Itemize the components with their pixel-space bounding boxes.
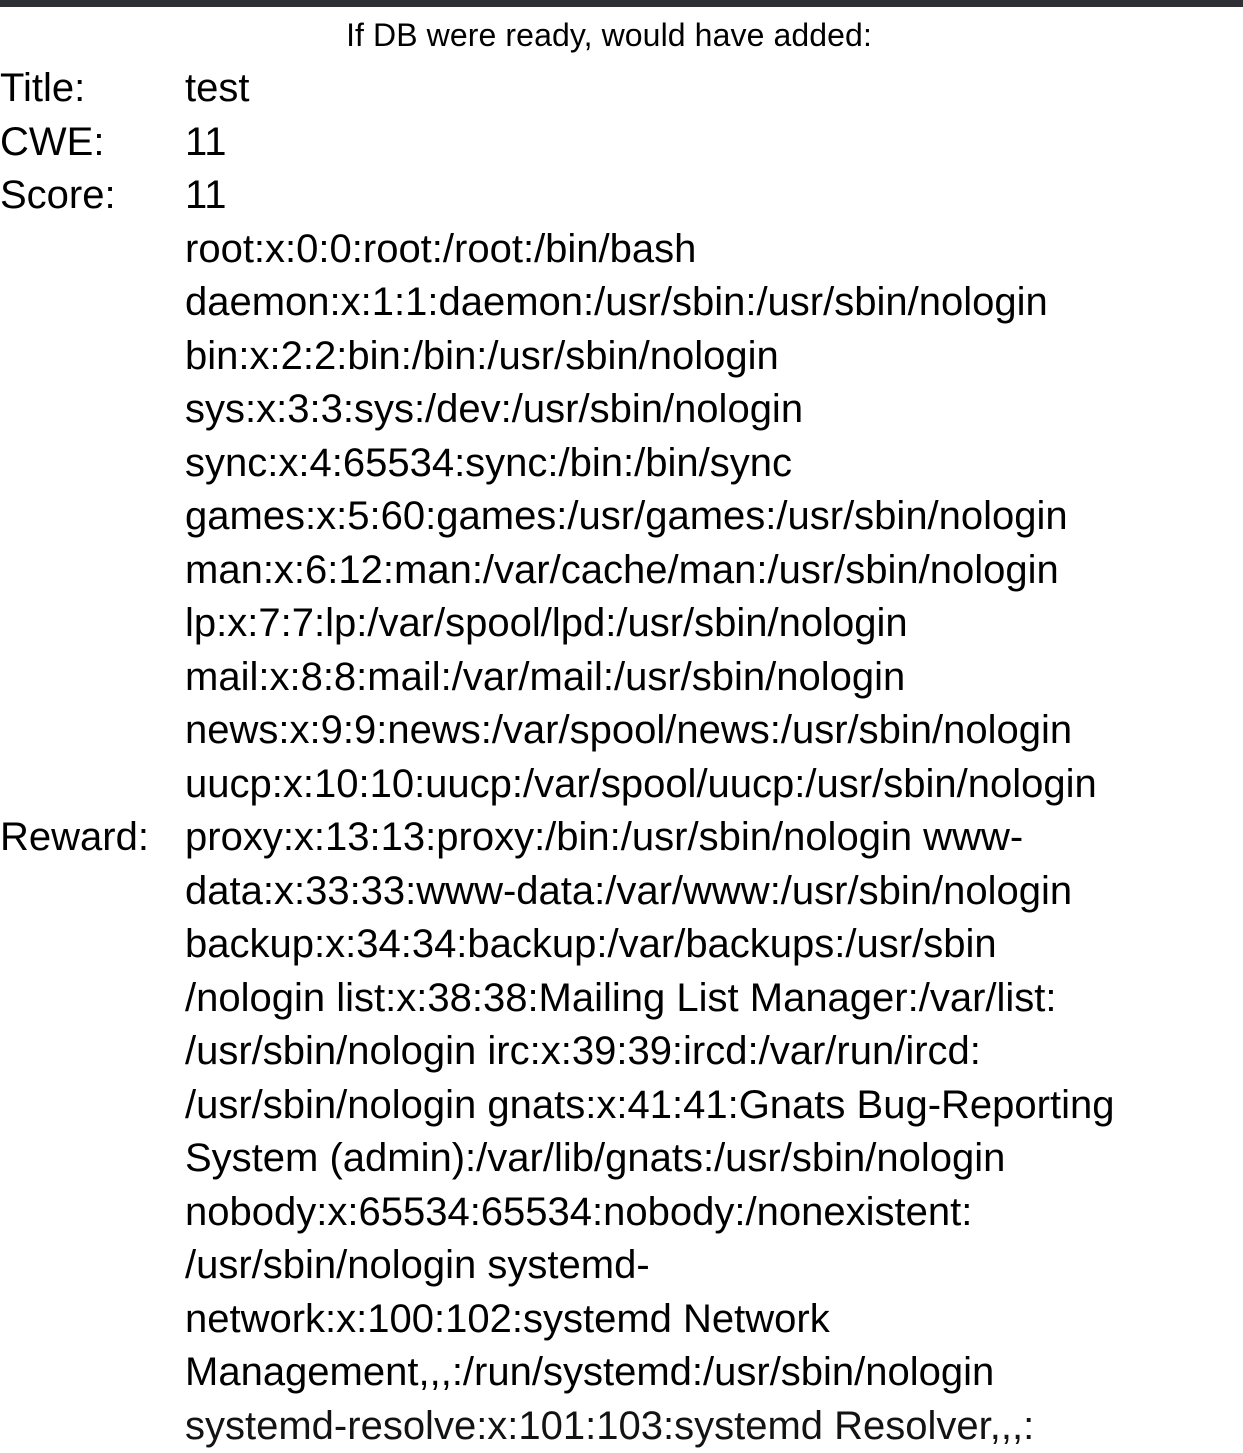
field-label-title: Title: [0,62,185,116]
reward-line: /usr/sbin/nologin irc:x:39:39:ircd:/var/… [185,1025,1243,1079]
reward-line: backup:x:34:34:backup:/var/backups:/usr/… [185,918,1243,972]
field-value-cwe: 11 [185,120,227,164]
field-value-title-cell: test [185,62,1243,116]
field-label-score: Score: [0,169,185,223]
field-label-reward: Reward: [0,223,185,1453]
reward-line: network:x:100:102:systemd Network [185,1293,1243,1347]
field-row-score: Score: 11 [0,169,1243,223]
reward-line: mail:x:8:8:mail:/var/mail:/usr/sbin/nolo… [185,651,1243,705]
page-title: If DB were ready, would have added: [0,7,1243,54]
reward-line: root:x:0:0:root:/root:/bin/bash [185,223,1243,277]
reward-line: news:x:9:9:news:/var/spool/news:/usr/sbi… [185,704,1243,758]
reward-line: sys:x:3:3:sys:/dev:/usr/sbin/nologin [185,383,1243,437]
reward-line: bin:x:2:2:bin:/bin:/usr/sbin/nologin [185,330,1243,384]
reward-line: proxy:x:13:13:proxy:/bin:/usr/sbin/nolog… [185,811,1243,865]
reward-line: games:x:5:60:games:/usr/games:/usr/sbin/… [185,490,1243,544]
reward-line: Management,,,:/run/systemd:/usr/sbin/nol… [185,1346,1243,1400]
field-value-score: 11 [185,173,227,217]
reward-line: uucp:x:10:10:uucp:/var/spool/uucp:/usr/s… [185,758,1243,812]
reward-line: nobody:x:65534:65534:nobody:/nonexistent… [185,1186,1243,1240]
field-value-title: test [185,66,249,110]
field-row-cwe: CWE: 11 [0,116,1243,170]
field-row-title: Title: test [0,62,1243,116]
reward-line: data:x:33:33:www-data:/var/www:/usr/sbin… [185,865,1243,919]
window-chrome-bar [0,0,1243,7]
reward-line: /usr/sbin/nologin gnats:x:41:41:Gnats Bu… [185,1079,1243,1133]
field-label-cwe: CWE: [0,116,185,170]
reward-line: man:x:6:12:man:/var/cache/man:/usr/sbin/… [185,544,1243,598]
reward-line: systemd-resolve:x:101:103:systemd Resolv… [185,1400,1243,1453]
reward-line: daemon:x:1:1:daemon:/usr/sbin:/usr/sbin/… [185,276,1243,330]
field-value-cwe-cell: 11 [185,116,1243,170]
reward-line: /nologin list:x:38:38:Mailing List Manag… [185,972,1243,1026]
reward-line: lp:x:7:7:lp:/var/spool/lpd:/usr/sbin/nol… [185,597,1243,651]
reward-line: System (admin):/var/lib/gnats:/usr/sbin/… [185,1132,1243,1186]
field-table: Title: test CWE: 11 Score: 11 Reward: ro… [0,62,1243,1453]
field-value-score-cell: 11 [185,169,1243,223]
reward-line: sync:x:4:65534:sync:/bin:/bin/sync [185,437,1243,491]
reward-line: /usr/sbin/nologin systemd- [185,1239,1243,1293]
